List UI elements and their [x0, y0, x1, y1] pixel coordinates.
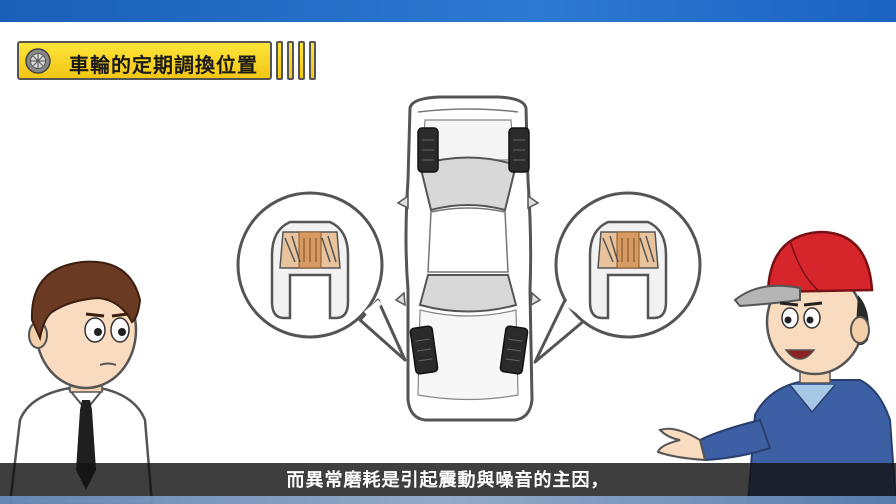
car-top-view — [394, 95, 542, 422]
title-stripe — [298, 41, 305, 80]
bottom-edge — [0, 496, 896, 504]
title-stripe — [287, 41, 294, 80]
title-stripe — [276, 41, 283, 80]
page-title: 車輪的定期調換位置 — [69, 53, 258, 77]
title-banner: 車輪的定期調換位置 — [17, 41, 272, 80]
top-bar — [0, 0, 896, 22]
subtitle-caption: 而異常磨耗是引起震動與噪音的主因， — [286, 470, 610, 491]
tire-wear-callout-left — [236, 191, 407, 362]
tire-wear-callout-right — [533, 191, 702, 364]
title-stripe — [309, 41, 316, 80]
wheel-icon — [25, 48, 51, 74]
